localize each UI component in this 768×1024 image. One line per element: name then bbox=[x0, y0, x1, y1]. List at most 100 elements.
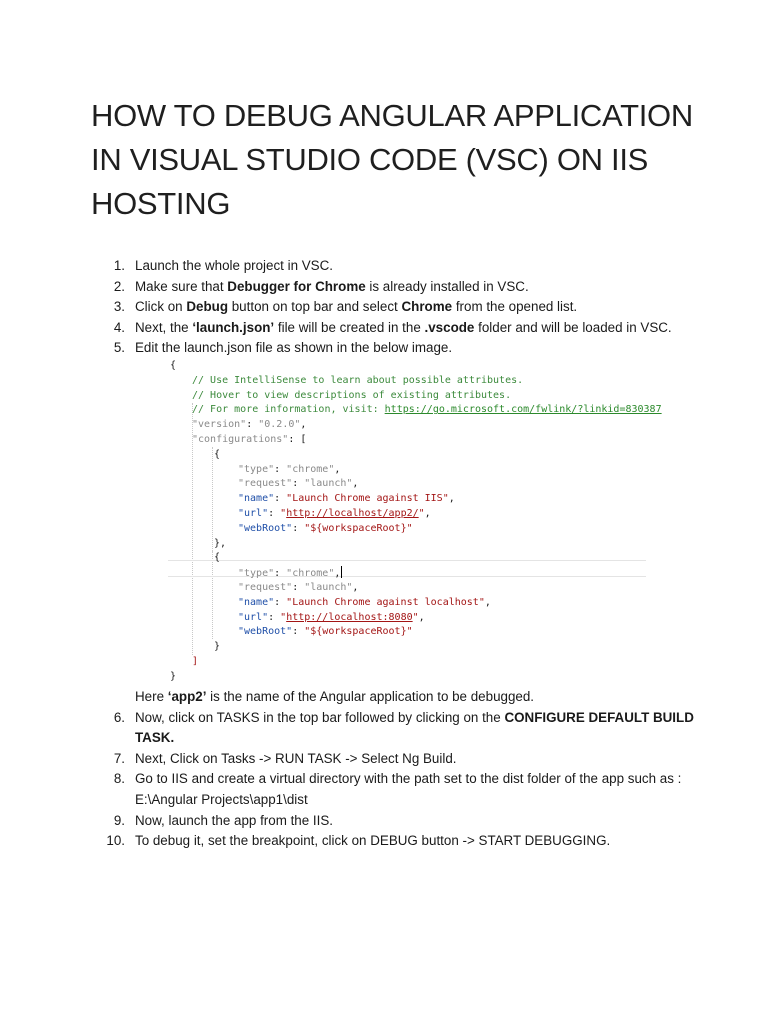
title-line-2: IN VISUAL STUDIO CODE (VSC) ON IIS bbox=[91, 142, 649, 177]
text-cursor bbox=[341, 566, 343, 579]
code-token: ] bbox=[192, 655, 199, 667]
code-token: } bbox=[214, 641, 221, 653]
code-line: "webRoot": "${workspaceRoot}" bbox=[238, 522, 413, 534]
list-bold-text: Debugger for Chrome bbox=[227, 278, 366, 294]
code-line: // Use IntelliSense to learn about possi… bbox=[192, 374, 523, 389]
list-text: from the opened list. bbox=[452, 299, 578, 315]
list-number: 3. bbox=[113, 299, 125, 315]
code-line: // Hover to view descriptions of existin… bbox=[192, 389, 511, 404]
list-item: 5. Edit the launch.json file as shown in… bbox=[0, 338, 768, 359]
code-value: "launch" bbox=[304, 581, 353, 593]
code-key: "url" bbox=[238, 507, 269, 519]
code-value: "launch" bbox=[304, 478, 353, 490]
list-text: Launch the whole project in VSC. bbox=[135, 258, 334, 273]
title-line-3: HOSTING bbox=[91, 186, 231, 221]
code-comment: // For more information, visit: bbox=[192, 404, 385, 416]
code-line: "url": "http://localhost/app2/", bbox=[238, 507, 431, 519]
code-url[interactable]: http://localhost/app2/ bbox=[286, 507, 419, 519]
list-number: 1. bbox=[113, 258, 125, 273]
list-item: 6. Now, click on TASKS in the top bar fo… bbox=[0, 708, 768, 749]
list-item: 7. Next, Click on Tasks -> RUN TASK -> S… bbox=[0, 749, 768, 770]
list-bold-text: .vscode bbox=[424, 319, 475, 335]
code-line: } bbox=[214, 640, 220, 655]
code-line: { bbox=[170, 359, 176, 374]
list-text: To debug it, set the breakpoint, click o… bbox=[135, 833, 611, 849]
list-text: Now, click on TASKS in the top bar follo… bbox=[135, 709, 505, 725]
code-token: [ bbox=[300, 433, 307, 445]
code-line: "name": "Launch Chrome against localhost… bbox=[238, 596, 491, 608]
code-token: { bbox=[214, 552, 221, 564]
code-value: "Launch Chrome against localhost" bbox=[286, 596, 485, 608]
list-text: Next, the bbox=[135, 319, 193, 335]
list-bold-text: Debug bbox=[186, 299, 229, 315]
code-value: "${workspaceRoot}" bbox=[304, 522, 413, 534]
note-text: is the name of the Angular application t… bbox=[206, 688, 535, 704]
list-item: 8. Go to IIS and create a virtual direct… bbox=[0, 769, 768, 810]
code-url[interactable]: http://localhost:8080 bbox=[286, 611, 413, 623]
page-title: HOW TO DEBUG ANGULAR APPLICATION IN VISU… bbox=[91, 94, 711, 226]
code-token: { bbox=[170, 359, 177, 371]
code-key: "request" bbox=[238, 478, 293, 490]
title-line-1: HOW TO DEBUG ANGULAR APPLICATION bbox=[91, 98, 693, 133]
code-value: "0.2.0" bbox=[258, 419, 301, 431]
list-text: Go to IIS and create a virtual directory… bbox=[135, 771, 682, 807]
code-link[interactable]: https://go.microsoft.com/fwlink/?linkid=… bbox=[384, 404, 662, 416]
code-value: "chrome" bbox=[286, 568, 335, 580]
list-number: 4. bbox=[113, 319, 125, 335]
code-line: }, bbox=[214, 537, 226, 552]
code-line: "request": "launch", bbox=[238, 478, 359, 490]
code-key: "type" bbox=[238, 568, 275, 580]
list-number: 2. bbox=[113, 278, 125, 294]
code-line: { bbox=[214, 448, 220, 463]
list-number: 6. bbox=[113, 709, 125, 725]
list-bold-text: Chrome bbox=[401, 299, 453, 315]
code-comment: // Hover to view descriptions of existin… bbox=[192, 389, 512, 401]
code-line: "type": "chrome", bbox=[238, 463, 341, 475]
code-line: "configurations": [ bbox=[192, 433, 307, 445]
note-text: Here bbox=[135, 688, 168, 704]
code-line: { bbox=[214, 551, 220, 566]
list-text: button on top bar and select bbox=[228, 299, 402, 315]
indent-guide bbox=[192, 402, 193, 655]
code-comment: // Use IntelliSense to learn about possi… bbox=[192, 374, 524, 386]
code-line: "webRoot": "${workspaceRoot}" bbox=[238, 626, 413, 638]
image-caption-note: Here ‘app2’ is the name of the Angular a… bbox=[0, 687, 768, 708]
list-item: 9. Now, launch the app from the IIS. bbox=[0, 811, 768, 832]
list-text: file will be created in the bbox=[274, 319, 425, 335]
list-text: is already installed in VSC. bbox=[365, 278, 529, 294]
code-key: "url" bbox=[238, 611, 269, 623]
indent-guide bbox=[212, 446, 213, 551]
code-line: "type": "chrome", bbox=[238, 566, 343, 580]
list-item: 10. To debug it, set the breakpoint, cli… bbox=[0, 831, 768, 852]
list-number: 9. bbox=[113, 812, 125, 828]
steps-list: 1. Launch the whole project in VSC. 2. M… bbox=[0, 256, 768, 852]
list-text: Next, Click on Tasks -> RUN TASK -> Sele… bbox=[135, 750, 457, 766]
code-key: "request" bbox=[238, 581, 293, 593]
list-text: Now, launch the app from the IIS. bbox=[135, 812, 333, 828]
list-bold-text: CONFIGURE DEFAULT BUILD TASK. bbox=[135, 709, 694, 746]
code-line: // For more information, visit: https://… bbox=[192, 403, 662, 418]
list-item: 1. Launch the whole project in VSC. bbox=[0, 256, 768, 277]
list-number: 8. bbox=[113, 771, 125, 787]
code-value: "Launch Chrome against IIS" bbox=[286, 493, 449, 505]
code-token: } bbox=[170, 670, 177, 682]
code-line: "version": "0.2.0", bbox=[192, 419, 307, 431]
note-bold-text: ‘app2’ bbox=[167, 688, 207, 704]
code-line: ] bbox=[192, 655, 198, 670]
list-text: folder and will be loaded in VSC. bbox=[474, 319, 672, 335]
list-text: Click on bbox=[135, 299, 187, 315]
code-key: "configurations" bbox=[192, 433, 289, 445]
list-item: 4. Next, the ‘launch.json’ file will be … bbox=[0, 318, 768, 339]
code-key: "webRoot" bbox=[238, 522, 293, 534]
list-item: 2. Make sure that Debugger for Chrome is… bbox=[0, 277, 768, 298]
indent-guide bbox=[212, 550, 213, 639]
list-number: 7. bbox=[113, 750, 125, 766]
code-line: "request": "launch", bbox=[238, 581, 359, 593]
list-number: 10. bbox=[106, 833, 125, 849]
code-key: "name" bbox=[238, 596, 275, 608]
code-token: { bbox=[214, 448, 221, 460]
code-screenshot: { // Use IntelliSense to learn about pos… bbox=[168, 359, 662, 682]
code-line: "name": "Launch Chrome against IIS", bbox=[238, 493, 455, 505]
code-key: "version" bbox=[192, 419, 247, 431]
